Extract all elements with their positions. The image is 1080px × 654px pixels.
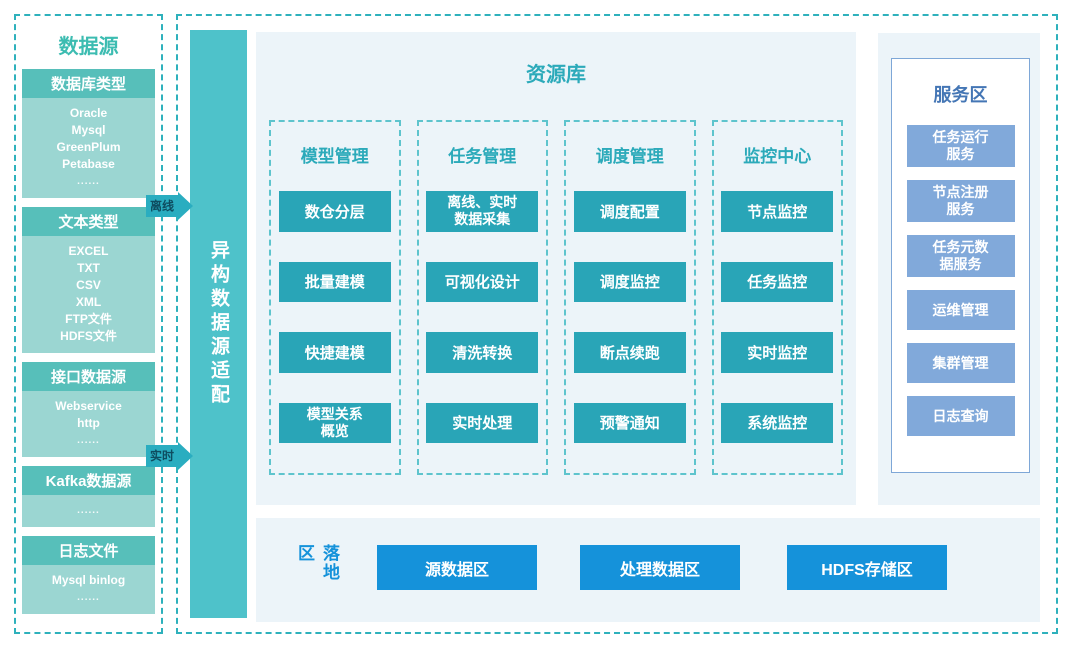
- source-item: Mysql binlog: [51, 573, 126, 587]
- section-log-files: 日志文件 Mysql binlog ......: [22, 536, 155, 614]
- resource-item: 调度监控: [573, 261, 686, 302]
- source-item: TXT: [77, 261, 100, 275]
- ellipsis: ......: [77, 592, 100, 603]
- source-item: Webservice: [55, 399, 122, 413]
- resource-item: 快捷建模: [278, 332, 391, 373]
- service-item: 运维管理: [906, 290, 1015, 330]
- resource-item: 系统监控: [721, 402, 834, 443]
- section-api-sources: 接口数据源 Webservice http ......: [22, 362, 155, 457]
- offline-flow-arrow: 离线: [146, 192, 194, 220]
- resource-item: 调度配置: [573, 191, 686, 232]
- section-header: 日志文件: [22, 536, 155, 565]
- source-item: XML: [75, 295, 102, 309]
- column-schedule-management: 调度管理 调度配置 调度监控 断点续跑 预警通知: [564, 120, 696, 475]
- resource-item: 可视化设计: [426, 261, 539, 302]
- column-header: 调度管理: [595, 147, 664, 166]
- adapter-bar-label: 异构数据源适配: [208, 240, 229, 408]
- landing-zone-panel: 落地区 源数据区 处理数据区 HDFS存储区: [256, 518, 1040, 622]
- arrow-label: 离线: [146, 195, 179, 217]
- source-item: Mysql: [71, 123, 106, 137]
- source-item: CSV: [76, 278, 101, 292]
- resource-columns: 模型管理 数仓分层 批量建模 快捷建模 模型关系 概览 任务管理 离线、实时 数…: [269, 120, 843, 475]
- section-body: Mysql binlog ......: [22, 565, 155, 614]
- data-sources-title: 数据源: [58, 36, 119, 58]
- section-database-types: 数据库类型 Oracle Mysql GreenPlum Petabase ..…: [22, 69, 155, 198]
- section-header: 数据库类型: [22, 69, 155, 98]
- section-kafka-sources: Kafka数据源 ......: [22, 466, 155, 527]
- resource-library-title: 资源库: [526, 64, 586, 86]
- service-zone-panel: 服务区 任务运行 服务 节点注册 服务 任务元数 据服务 运维管理 集群管理 日…: [878, 33, 1040, 505]
- resource-item: 实时处理: [426, 402, 539, 443]
- service-item: 节点注册 服务: [906, 180, 1015, 222]
- arrow-right-icon: [178, 192, 194, 220]
- service-item: 集群管理: [906, 343, 1015, 383]
- source-item: GreenPlum: [56, 140, 121, 154]
- section-body: Webservice http ......: [22, 391, 155, 457]
- service-zone-box: 服务区 任务运行 服务 节点注册 服务 任务元数 据服务 运维管理 集群管理 日…: [891, 58, 1030, 473]
- data-sources-panel: 数据源 数据库类型 Oracle Mysql GreenPlum Petabas…: [14, 14, 163, 634]
- service-item: 任务元数 据服务: [906, 235, 1015, 277]
- adapter-bar: 异构数据源适配: [190, 30, 247, 618]
- service-item: 日志查询: [906, 396, 1015, 436]
- realtime-flow-arrow: 实时: [146, 442, 194, 470]
- section-text-types: 文本类型 EXCEL TXT CSV XML FTP文件 HDFS文件: [22, 207, 155, 353]
- arrow-right-icon: [178, 442, 194, 470]
- column-monitoring-center: 监控中心 节点监控 任务监控 实时监控 系统监控: [711, 120, 843, 475]
- column-header: 模型管理: [300, 147, 369, 166]
- resource-item: 预警通知: [573, 402, 686, 443]
- ellipsis: ......: [77, 505, 100, 516]
- column-header: 任务管理: [448, 147, 517, 166]
- resource-item: 断点续跑: [573, 332, 686, 373]
- resource-item: 模型关系 概览: [278, 402, 391, 443]
- resource-library-panel: 资源库 模型管理 数仓分层 批量建模 快捷建模 模型关系 概览 任务管理 离线、…: [256, 32, 856, 505]
- landing-item: HDFS存储区: [787, 545, 947, 590]
- landing-item: 源数据区: [377, 545, 537, 590]
- source-item: Oracle: [69, 106, 108, 120]
- service-item: 任务运行 服务: [906, 125, 1015, 167]
- section-header: Kafka数据源: [22, 466, 155, 495]
- source-item: FTP文件: [65, 312, 112, 326]
- resource-item: 任务监控: [721, 261, 834, 302]
- section-header: 文本类型: [22, 207, 155, 236]
- resource-item: 节点监控: [721, 191, 834, 232]
- platform-frame: [176, 14, 1058, 634]
- source-item: Petabase: [62, 157, 115, 171]
- service-zone-title: 服务区: [933, 85, 988, 105]
- resource-item: 数仓分层: [278, 191, 391, 232]
- section-body: Oracle Mysql GreenPlum Petabase ......: [22, 98, 155, 198]
- resource-item: 批量建模: [278, 261, 391, 302]
- column-task-management: 任务管理 离线、实时 数据采集 可视化设计 清洗转换 实时处理: [416, 120, 548, 475]
- resource-item: 清洗转换: [426, 332, 539, 373]
- source-item: http: [77, 416, 100, 430]
- ellipsis: ......: [77, 435, 100, 446]
- source-item: EXCEL: [68, 244, 109, 258]
- ellipsis: ......: [77, 176, 100, 187]
- landing-item: 处理数据区: [580, 545, 740, 590]
- landing-zone-title: 落地区: [295, 544, 339, 582]
- column-header: 监控中心: [743, 147, 812, 166]
- arrow-label: 实时: [146, 445, 179, 467]
- column-model-management: 模型管理 数仓分层 批量建模 快捷建模 模型关系 概览: [269, 120, 401, 475]
- resource-item: 实时监控: [721, 332, 834, 373]
- source-item: HDFS文件: [60, 329, 117, 343]
- section-header: 接口数据源: [22, 362, 155, 391]
- resource-item: 离线、实时 数据采集: [426, 191, 539, 232]
- section-body: ......: [22, 495, 155, 527]
- section-body: EXCEL TXT CSV XML FTP文件 HDFS文件: [22, 236, 155, 353]
